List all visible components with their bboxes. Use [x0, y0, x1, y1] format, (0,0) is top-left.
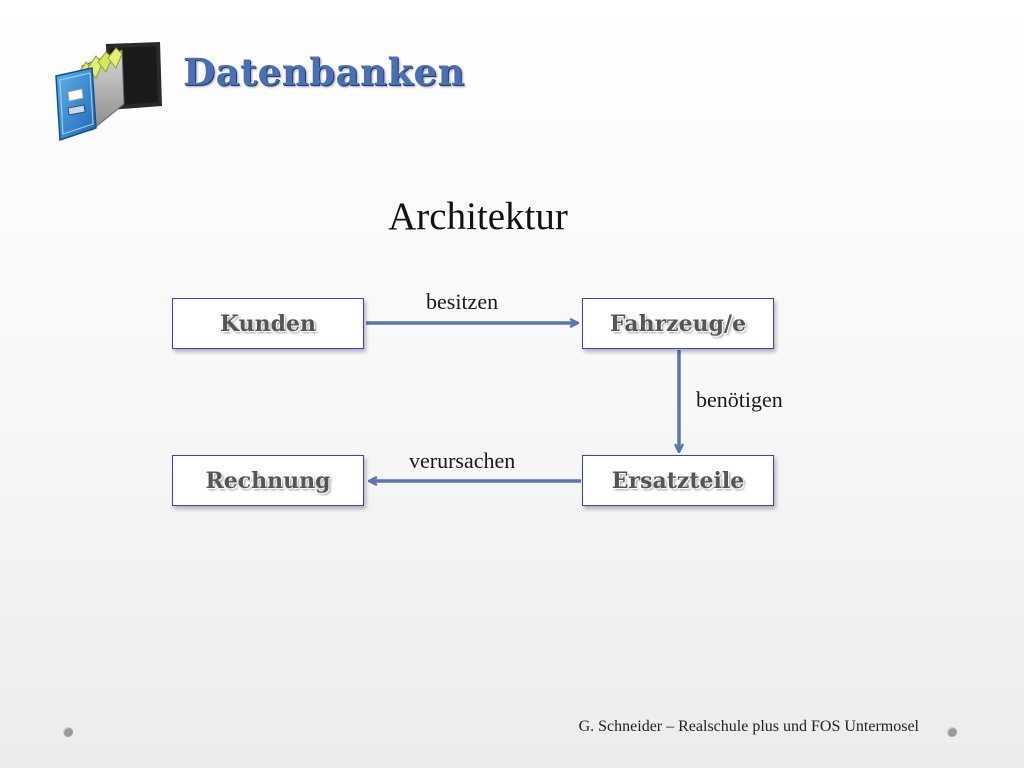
relation-label-verursachen: verursachen: [409, 448, 516, 473]
entity-ersatzteile-label: Ersatzteile: [611, 467, 745, 494]
header-title: Datenbanken: [183, 50, 465, 94]
entity-kunden-label: Kunden: [219, 310, 316, 337]
footer-bullet-left: [63, 727, 73, 737]
footer-credit: G. Schneider – Realschule plus und FOS U…: [578, 718, 919, 735]
entity-ersatzteile: Ersatzteile: [582, 455, 774, 506]
entity-kunden: Kunden: [172, 298, 364, 349]
footer-bullet-right: [947, 727, 957, 737]
entity-rechnung-label: Rechnung: [205, 467, 331, 494]
slide-title: Architektur: [388, 195, 568, 238]
file-cabinet-drawer-icon: [55, 42, 162, 142]
entity-rechnung: Rechnung: [172, 455, 364, 506]
entity-fahrzeug-label: Fahrzeug/e: [609, 310, 747, 337]
relation-label-benoetigen: benötigen: [696, 387, 783, 412]
entity-fahrzeug: Fahrzeug/e: [582, 298, 774, 349]
relation-label-besitzen: besitzen: [426, 289, 499, 314]
